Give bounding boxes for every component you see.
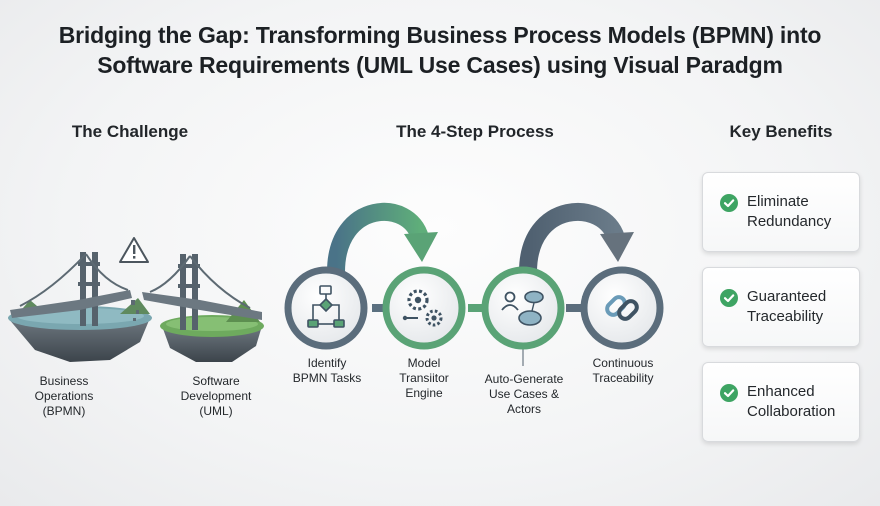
benefit-card-3: Enhanced Collaboration xyxy=(702,362,860,442)
benefit-2-line-1: Guaranteed xyxy=(747,288,827,305)
broken-bridge-illustration xyxy=(8,252,264,362)
right-bridge-tower xyxy=(178,254,200,330)
step-2-disc xyxy=(382,266,466,350)
title-line-2: Software Requirements (UML Use Cases) us… xyxy=(97,52,783,78)
page-title: Bridging the Gap: Transforming Business … xyxy=(0,20,880,80)
benefit-1-line-2: Redundancy xyxy=(747,213,832,230)
benefit-card-1: Eliminate Redundancy xyxy=(702,172,860,252)
heading-challenge: The Challenge xyxy=(71,122,189,141)
caption-software-development: Software Development (UML) xyxy=(180,374,252,418)
check-circle-icon xyxy=(720,289,738,307)
left-bridge-tower xyxy=(78,252,100,326)
heading-benefits: Key Benefits xyxy=(729,122,833,141)
chain-link-icon xyxy=(605,295,639,321)
heading-process: The 4-Step Process xyxy=(396,122,554,141)
step-3-label: Auto-Generate Use Cases & Actors xyxy=(484,372,564,416)
gears-icon xyxy=(402,289,443,327)
benefit-1-line-1: Eliminate xyxy=(747,193,809,210)
use-case-icon xyxy=(501,290,544,326)
check-circle-icon xyxy=(720,194,738,212)
title-line-1: Bridging the Gap: Transforming Business … xyxy=(58,22,822,48)
check-circle-icon xyxy=(720,384,738,402)
benefit-3-line-2: Collaboration xyxy=(747,403,836,420)
step-4-disc xyxy=(580,266,664,350)
curved-arrow-2 xyxy=(519,202,634,281)
flowchart-icon xyxy=(307,285,345,328)
benefit-2-line-2: Traceability xyxy=(747,308,824,325)
warning-triangle-icon xyxy=(119,237,149,263)
benefit-card-2: Guaranteed Traceability xyxy=(702,267,860,347)
step-3-disc xyxy=(481,266,565,350)
step-1-label: Identify BPMN Tasks xyxy=(292,356,362,385)
step-4-label: Continuous Traceability xyxy=(592,356,654,385)
step-2-label: Model Transiitor Engine xyxy=(399,356,449,400)
caption-business-operations: Business Operations (BPMN) xyxy=(34,374,94,418)
benefit-3-line-1: Enhanced xyxy=(747,383,815,400)
curved-arrow-1 xyxy=(327,202,438,281)
step-1-disc xyxy=(284,266,368,350)
